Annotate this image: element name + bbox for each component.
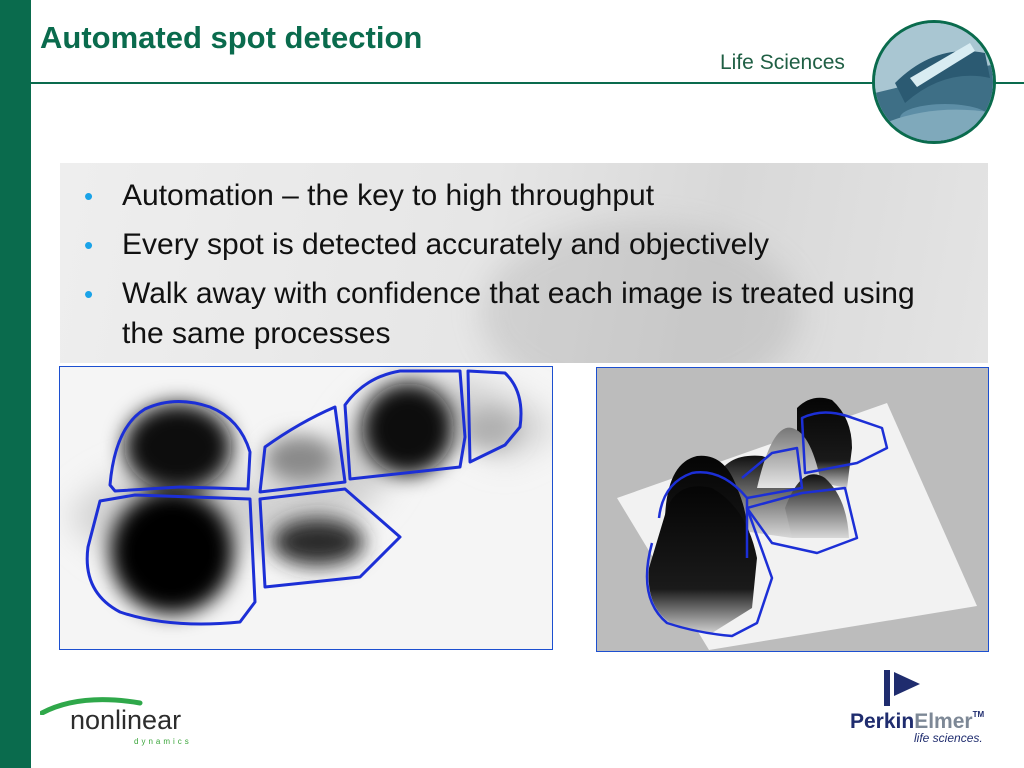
nonlinear-dynamics-logo: nonlinear dynamics: [40, 695, 210, 750]
title-divider: [31, 82, 1024, 84]
bullet-item: • Walk away with confidence that each ima…: [84, 274, 964, 354]
nonlinear-subtitle: dynamics: [134, 737, 192, 746]
badge-art: [875, 23, 993, 141]
lab-photo-badge-icon: [872, 20, 996, 144]
bullet-list: • Automation – the key to high throughput…: [84, 176, 964, 363]
life-sciences-label: Life Sciences: [720, 51, 845, 74]
content-panel: [60, 163, 988, 363]
bullet-text: Every spot is detected accurately and ob…: [122, 228, 770, 261]
nonlinear-wordmark: nonlinear: [70, 705, 182, 735]
panel-shade: [480, 223, 800, 363]
bullet-text: Walk away with confidence that each imag…: [122, 277, 915, 350]
trademark-mark: TM: [972, 710, 985, 719]
slide-title: Automated spot detection: [40, 20, 423, 55]
bullet-item: • Automation – the key to high throughput: [84, 176, 964, 216]
gel-spot-image-2d: [59, 366, 553, 650]
perkinelmer-wordmark: PerkinElmerTM: [850, 710, 984, 734]
nonlinear-swoosh-icon: [40, 697, 143, 715]
spot-image-2d-art: [60, 367, 552, 649]
perkinelmer-word-part2: Elmer: [914, 710, 973, 733]
perkinelmer-logo: PerkinElmerTM life sciences.: [848, 668, 1018, 748]
perkinelmer-word-part1: Perkin: [850, 710, 915, 733]
perkinelmer-tagline: life sciences.: [914, 731, 983, 745]
bullet-dot: •: [84, 279, 94, 309]
gel-spot-image-3d: [596, 367, 989, 652]
bullet-dot: •: [84, 230, 94, 260]
spot-image-3d-art: [597, 368, 988, 651]
left-accent-bar: [0, 0, 31, 768]
bullet-item: • Every spot is detected accurately and o…: [84, 225, 964, 265]
perkinelmer-mark-icon: [884, 670, 920, 706]
bullet-dot: •: [84, 181, 94, 211]
bullet-text: Automation – the key to high throughput: [122, 179, 655, 212]
